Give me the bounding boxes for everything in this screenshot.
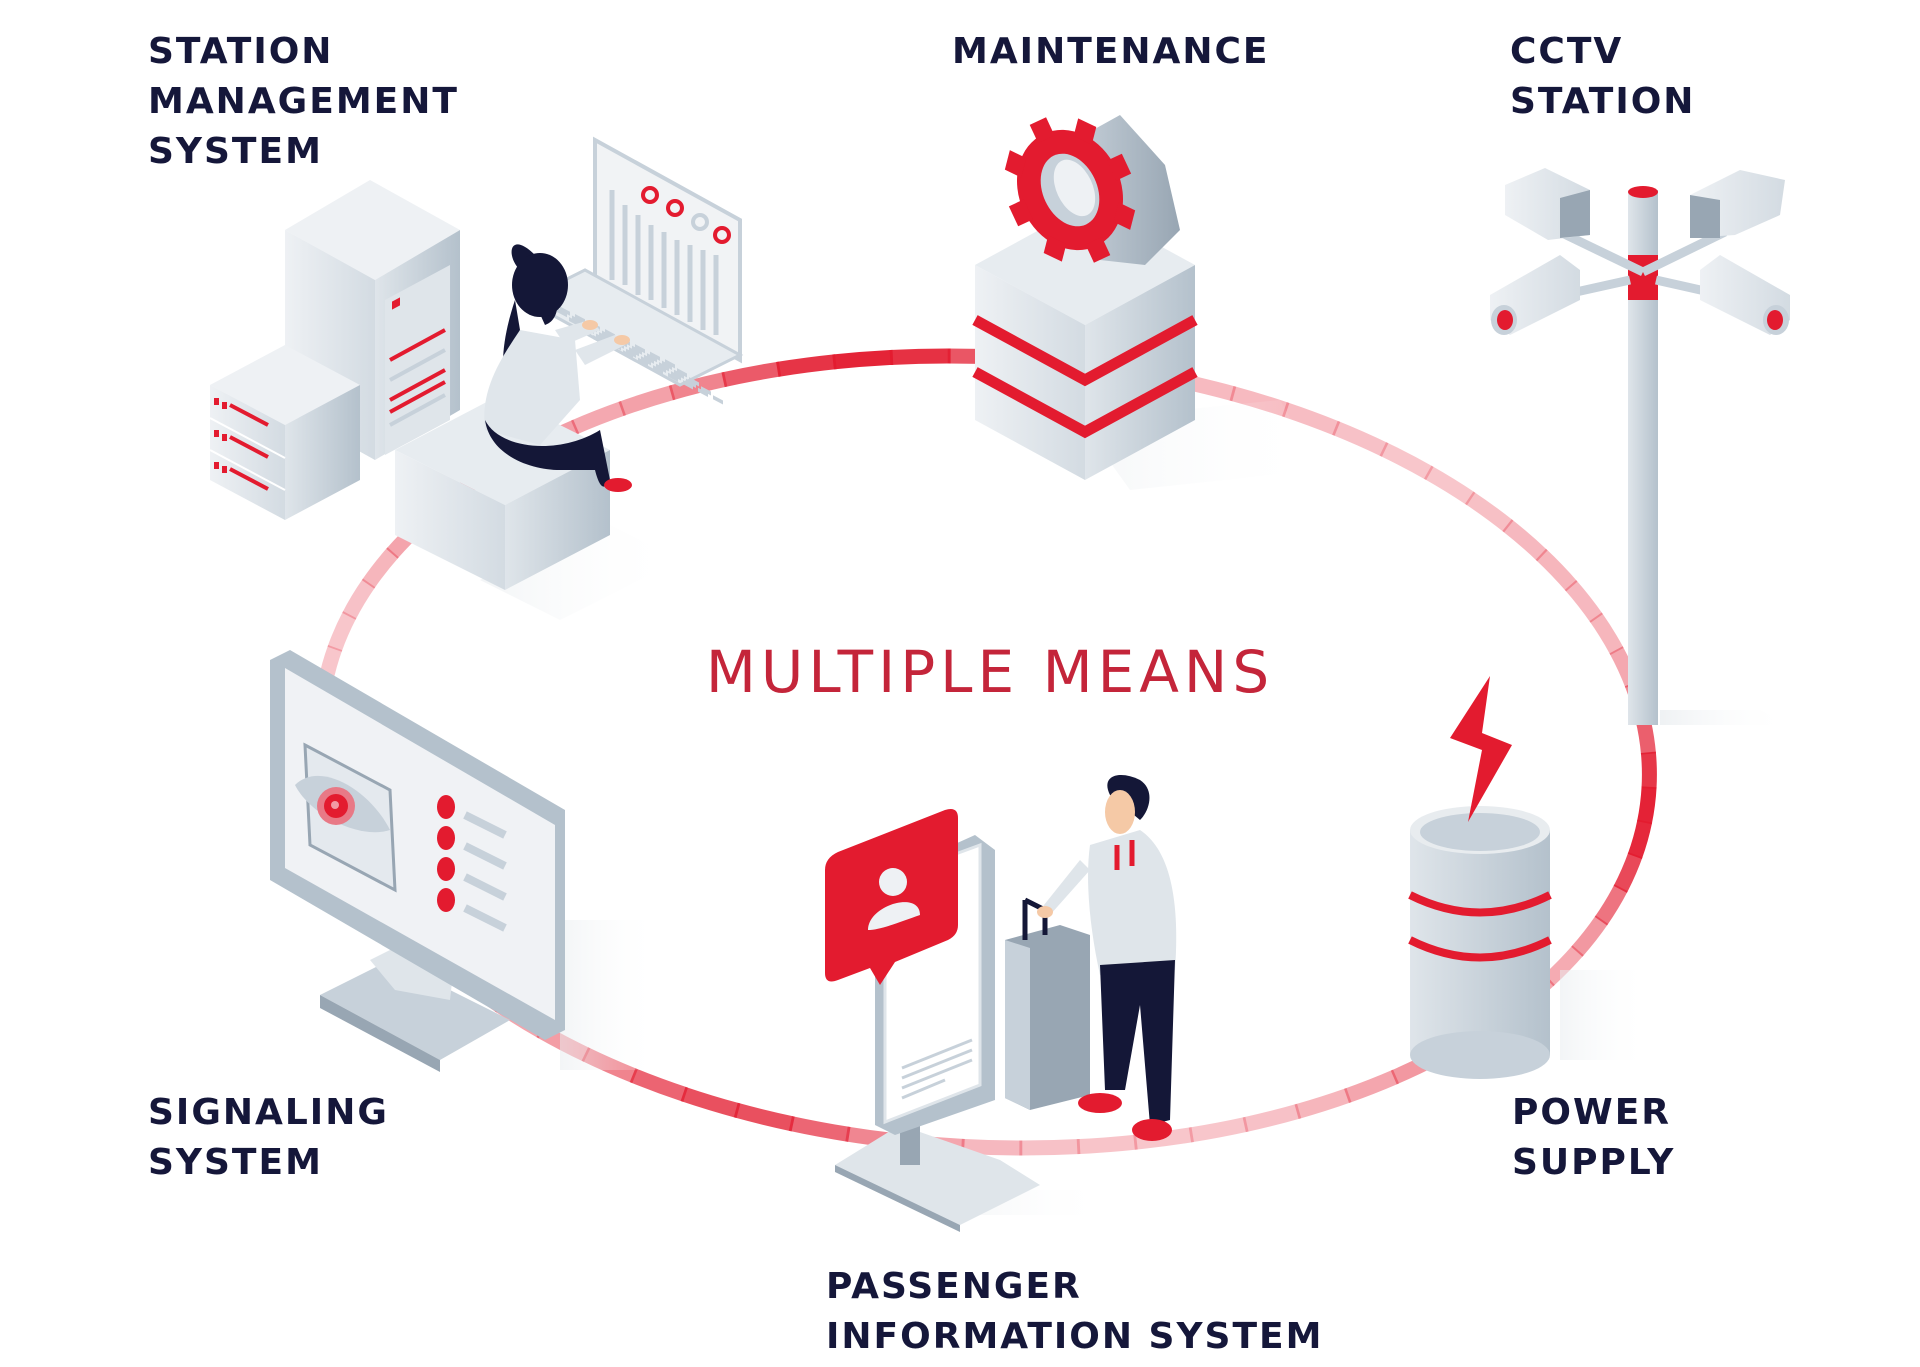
battery-lightning-icon bbox=[1408, 676, 1650, 1079]
ring-segment bbox=[1379, 442, 1434, 480]
ring-segment bbox=[1344, 1069, 1400, 1104]
gear-tooth bbox=[1106, 153, 1132, 181]
label-station-management-system: STATION MANAGEMENT SYSTEM bbox=[148, 31, 459, 172]
keyboard-key bbox=[623, 350, 633, 360]
monitor-eye-icon bbox=[270, 650, 660, 1072]
ring-segment bbox=[1242, 1103, 1302, 1133]
ring-segment bbox=[1589, 612, 1624, 656]
keyboard-key bbox=[575, 313, 585, 324]
ring-segment bbox=[327, 611, 357, 652]
keyboard-key bbox=[701, 386, 711, 396]
ring-segment bbox=[832, 349, 894, 370]
keyboard-key bbox=[656, 363, 666, 373]
gear-icon bbox=[972, 115, 1320, 490]
keyboard-key bbox=[653, 365, 663, 375]
keyboard-key bbox=[659, 362, 669, 372]
ring-segment bbox=[1571, 915, 1609, 957]
keyboard-key bbox=[668, 372, 678, 382]
passenger-person bbox=[1037, 775, 1177, 1141]
keyboard-key bbox=[689, 377, 699, 387]
keyboard-key bbox=[632, 345, 642, 355]
ring-segment bbox=[1019, 1139, 1081, 1156]
ring-segment bbox=[342, 578, 376, 620]
ring-segment bbox=[361, 547, 399, 589]
keyboard-key bbox=[674, 369, 684, 379]
keyboard-key bbox=[665, 359, 675, 369]
ring-segment bbox=[1535, 548, 1578, 592]
label-signaling-system: SIGNALING SYSTEM bbox=[148, 1092, 389, 1183]
gear-tooth bbox=[1113, 202, 1136, 230]
ring-segment bbox=[788, 1116, 851, 1142]
gear-tooth bbox=[1004, 150, 1027, 178]
camera-top-right bbox=[1690, 170, 1785, 238]
ring-segment bbox=[1564, 579, 1603, 623]
ring-segment bbox=[570, 400, 626, 435]
keyboard-key bbox=[626, 348, 636, 358]
gear-tooth bbox=[1043, 235, 1067, 262]
keyboard-key bbox=[686, 378, 696, 388]
camera-bottom-left bbox=[1490, 255, 1580, 335]
keyboard-key bbox=[560, 306, 570, 316]
camera-bottom-right bbox=[1700, 255, 1790, 335]
ring-segment bbox=[1502, 519, 1548, 562]
keyboard-key bbox=[683, 380, 693, 390]
keyboard-key bbox=[713, 395, 723, 405]
gear-tooth bbox=[1029, 117, 1055, 144]
camera-top-left bbox=[1505, 168, 1590, 240]
ring-segment bbox=[776, 354, 837, 377]
ring-segment bbox=[680, 1086, 741, 1119]
keyboard-key bbox=[635, 344, 645, 354]
ring-segment bbox=[1640, 751, 1657, 789]
ring-segment bbox=[721, 361, 782, 388]
gear-tooth bbox=[1008, 199, 1034, 227]
label-passenger-information-system: PASSENGER INFORMATION SYSTEM bbox=[826, 1266, 1324, 1357]
ring-segment bbox=[1332, 420, 1389, 457]
server-workstation-icon bbox=[209, 136, 744, 620]
keyboard-key bbox=[638, 357, 648, 367]
keyboard-key bbox=[641, 356, 651, 366]
keyboard-key bbox=[644, 354, 654, 364]
keyboard-key bbox=[572, 315, 582, 325]
keyboard-key bbox=[647, 353, 657, 363]
gear-tooth bbox=[1073, 118, 1097, 145]
center-title: MULTIPLE MEANS bbox=[705, 638, 1275, 706]
ring-segment bbox=[629, 1068, 688, 1102]
gear-tooth bbox=[1085, 236, 1111, 263]
keyboard-key bbox=[557, 307, 567, 318]
ring-segment bbox=[1627, 819, 1653, 859]
ring-segment bbox=[889, 348, 951, 365]
label-maintenance: MAINTENANCE bbox=[952, 31, 1270, 72]
info-board-passenger-icon bbox=[825, 775, 1177, 1232]
operator-person bbox=[484, 244, 632, 492]
keyboard-key bbox=[662, 360, 672, 370]
ring-segment bbox=[1613, 852, 1643, 893]
ring-segment bbox=[961, 1138, 1023, 1156]
keyboard-key bbox=[671, 371, 681, 381]
ring-segment bbox=[1076, 1134, 1138, 1155]
keyboard-key bbox=[677, 368, 687, 378]
ring-segment bbox=[733, 1102, 795, 1132]
label-power-supply: POWER SUPPLY bbox=[1512, 1092, 1676, 1183]
ring-segment bbox=[618, 385, 676, 416]
keyboard-key bbox=[629, 347, 639, 357]
label-cctv-station: CCTV STATION bbox=[1510, 31, 1696, 122]
keyboard-key bbox=[698, 387, 708, 398]
ring-segment bbox=[1188, 1116, 1249, 1143]
ring-segment bbox=[1294, 1088, 1352, 1119]
ring-segment bbox=[1465, 491, 1514, 533]
server-stack bbox=[209, 345, 360, 520]
ring-segment bbox=[1637, 786, 1657, 825]
seat-cube bbox=[395, 395, 680, 620]
keyboard-key bbox=[650, 351, 660, 361]
ring-segment bbox=[1229, 385, 1290, 418]
cctv-camera-icon bbox=[1490, 168, 1790, 725]
ring-segment bbox=[1423, 465, 1476, 506]
ring-segment bbox=[1594, 884, 1628, 926]
